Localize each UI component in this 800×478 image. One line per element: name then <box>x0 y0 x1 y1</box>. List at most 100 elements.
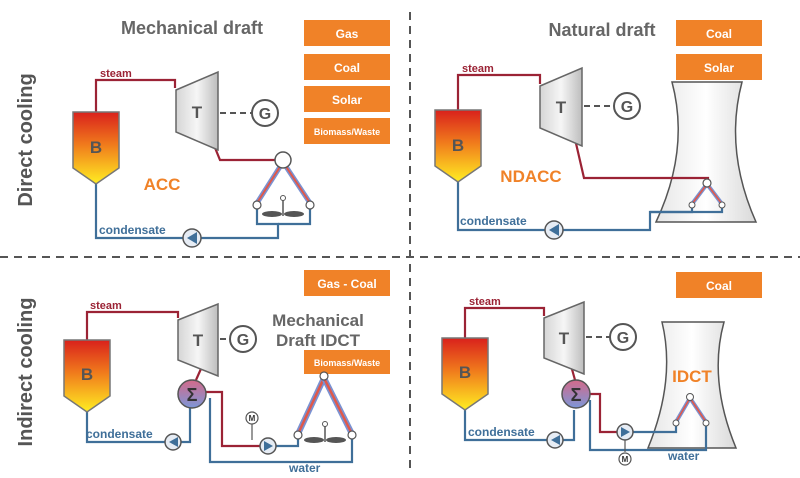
fan-icon <box>262 195 304 217</box>
boiler <box>63 339 111 413</box>
condensate-return-pipe-2 <box>278 206 312 226</box>
water-label: water <box>288 461 321 473</box>
boiler-label: B <box>81 365 93 384</box>
fuel-tag-coal-2 <box>676 20 762 46</box>
quadrant-mechanical-draft-idct: Gas - Coal Biomass/Waste Mechanical Draf… <box>63 270 390 475</box>
acc-unit <box>688 178 726 209</box>
system-label-acc: ACC <box>144 175 181 194</box>
steam-label: steam <box>90 300 122 312</box>
turbine-label: T <box>193 331 204 350</box>
q3-title-line2: Draft IDCT <box>276 331 361 350</box>
steam-pipe <box>94 78 177 112</box>
generator-icon <box>609 323 637 351</box>
steam-pipe <box>85 310 180 340</box>
condensate-pipe <box>94 182 185 240</box>
cooling-tower <box>646 321 738 449</box>
fuel-tag-gas-coal-label: Gas - Coal <box>317 277 376 291</box>
turbine-label: T <box>192 103 203 122</box>
side-label-direct: Direct cooling <box>15 73 37 206</box>
cooling-tower <box>654 81 758 223</box>
water-pump-icon <box>616 423 634 441</box>
hot-water-pipe <box>590 392 618 434</box>
water-pipe <box>632 424 678 434</box>
quadrant-natural-draft: Natural draft Coal Solar steam condensat… <box>434 20 762 240</box>
steam-pipe <box>456 73 542 110</box>
fuel-tag-solar-2-label: Solar <box>704 61 734 75</box>
quadrant-natural-draft-idct: Coal steam condensate water B T G Σ IDCT <box>441 272 762 466</box>
condensate-label: condensate <box>468 425 535 439</box>
heat-exchanger-icon <box>561 379 591 409</box>
motor-label: M <box>622 455 629 464</box>
hot-water-pipe <box>206 390 262 448</box>
fuel-tag-solar-2 <box>676 54 762 80</box>
fuel-tag-biomass-3 <box>304 350 390 374</box>
fuel-tag-coal-2-label: Coal <box>706 27 732 41</box>
fuel-tag-coal-4-label: Coal <box>706 279 732 293</box>
generator-icon <box>229 325 257 353</box>
generator-icon <box>251 99 279 127</box>
motor-label: M <box>249 414 256 423</box>
boiler-label: B <box>90 138 102 157</box>
motor-icon <box>618 440 632 466</box>
fuel-tag-gas <box>304 20 390 46</box>
condensate-label: condensate <box>460 214 527 228</box>
generator-label: G <box>617 330 629 347</box>
turbine-label: T <box>556 98 567 117</box>
pump-icon <box>544 220 564 240</box>
fuel-tag-coal-4 <box>676 272 762 298</box>
system-label-idct: IDCT <box>672 367 712 386</box>
generator-label: G <box>259 106 271 123</box>
system-label-ndacc: NDACC <box>500 167 561 186</box>
fuel-tag-biomass-3-label: Biomass/Waste <box>314 358 380 368</box>
boiler-label: B <box>459 363 471 382</box>
heat-exchanger-label: Σ <box>571 385 582 405</box>
fuel-tag-coal-label: Coal <box>334 61 360 75</box>
q3-title-line1: Mechanical <box>272 311 364 330</box>
heat-exchanger-icon <box>177 379 207 409</box>
dry-cooler-unit <box>672 393 710 427</box>
boiler <box>434 109 482 183</box>
turbine <box>543 300 585 376</box>
turbine-label: T <box>559 329 570 348</box>
heat-exchanger-label: Σ <box>187 385 198 405</box>
fuel-tag-gas-label: Gas <box>336 27 359 41</box>
fuel-tag-gas-coal <box>304 270 390 296</box>
water-return-pipe <box>208 398 354 464</box>
motor-icon <box>245 411 259 440</box>
condensate-pipe <box>456 180 546 232</box>
steam-label: steam <box>100 68 132 80</box>
turbine <box>177 302 219 378</box>
boiler <box>441 337 489 411</box>
acc-unit <box>252 151 315 210</box>
pump-icon <box>546 431 564 449</box>
pump-icon <box>182 228 202 248</box>
turbine <box>175 70 219 152</box>
steam-label: steam <box>469 296 501 308</box>
condensate-return-pipe <box>200 206 280 240</box>
water-pump-icon <box>259 437 277 455</box>
fuel-tag-biomass-label: Biomass/Waste <box>314 127 380 137</box>
side-label-indirect: Indirect cooling <box>15 298 37 447</box>
pump-icon <box>164 433 182 451</box>
condensate-pipe <box>85 410 165 444</box>
turbine <box>539 66 583 148</box>
dry-cooler-unit <box>293 371 357 440</box>
condensate-pipe <box>463 408 548 442</box>
q2-title: Natural draft <box>548 20 655 40</box>
q1-title: Mechanical draft <box>121 18 263 38</box>
steam-pipe <box>463 306 546 338</box>
fuel-tag-solar-label: Solar <box>332 93 362 107</box>
boiler <box>72 111 120 185</box>
condensate-label: condensate <box>86 427 153 441</box>
water-return-pipe <box>588 400 708 452</box>
fuel-tag-biomass <box>304 118 390 144</box>
generator-label: G <box>237 332 249 349</box>
fan-icon <box>304 421 346 443</box>
boiler-label: B <box>452 136 464 155</box>
fuel-tag-solar <box>304 86 390 112</box>
condensate-return-pipe <box>180 408 192 444</box>
steam-label: steam <box>462 63 494 75</box>
fuel-tag-coal <box>304 54 390 80</box>
condensate-return-pipe <box>562 410 576 442</box>
